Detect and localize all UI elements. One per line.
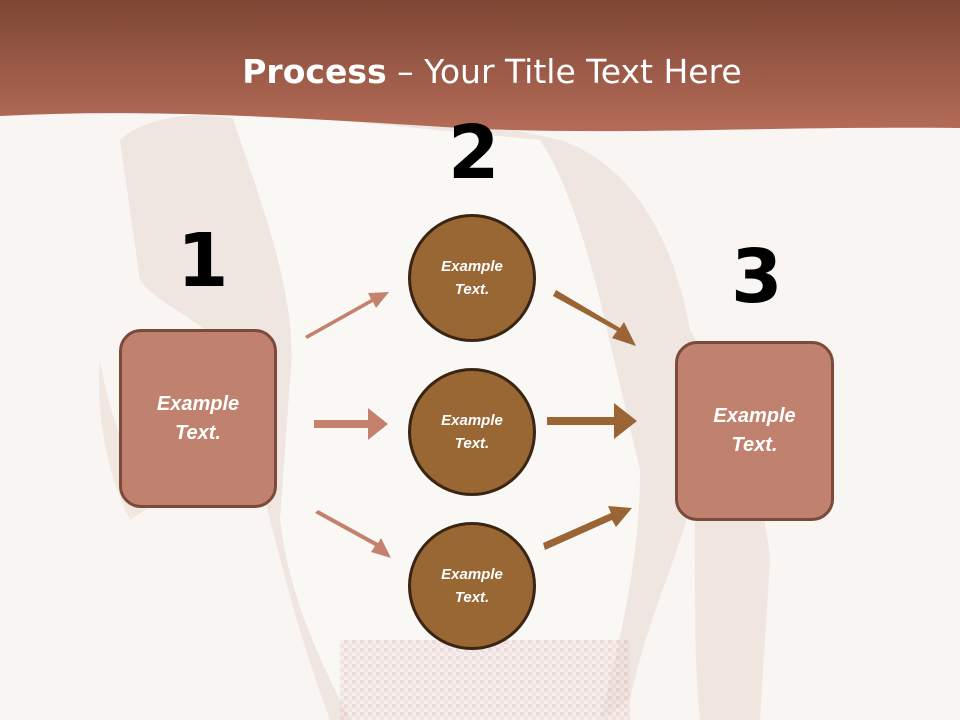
step-1-text: Example Text. — [156, 392, 240, 444]
arrow-left-down — [315, 510, 391, 558]
step-number-2: 2 — [448, 110, 500, 196]
right-arrows — [543, 290, 637, 550]
step-1-box: Example Text. — [119, 329, 277, 508]
circle-middle-text: Example Text. — [441, 412, 503, 452]
arrow-right-up — [543, 506, 632, 550]
left-arrows — [305, 292, 391, 558]
step-3-text: Example Text. — [713, 405, 796, 456]
header-band — [0, 0, 960, 132]
circle-top-text: Example Text. — [441, 258, 503, 298]
arrow-left-up — [305, 292, 389, 339]
step-2-circle-middle: Example Text. — [408, 368, 536, 496]
arrow-right-down — [553, 290, 636, 346]
arrow-left-mid — [314, 408, 388, 440]
step-number-1: 1 — [177, 218, 229, 304]
slide-title: Process – Your Title Text Here — [0, 52, 960, 91]
title-bold: Process — [242, 52, 387, 91]
circle-bottom-text: Example Text. — [441, 566, 503, 606]
title-rest: – Your Title Text Here — [386, 52, 742, 91]
step-3-box: Example Text. — [675, 341, 834, 521]
step-number-3: 3 — [731, 234, 783, 320]
arrow-right-mid — [547, 403, 637, 439]
step-2-circle-bottom: Example Text. — [408, 522, 536, 650]
step-2-circle-top: Example Text. — [408, 214, 536, 342]
